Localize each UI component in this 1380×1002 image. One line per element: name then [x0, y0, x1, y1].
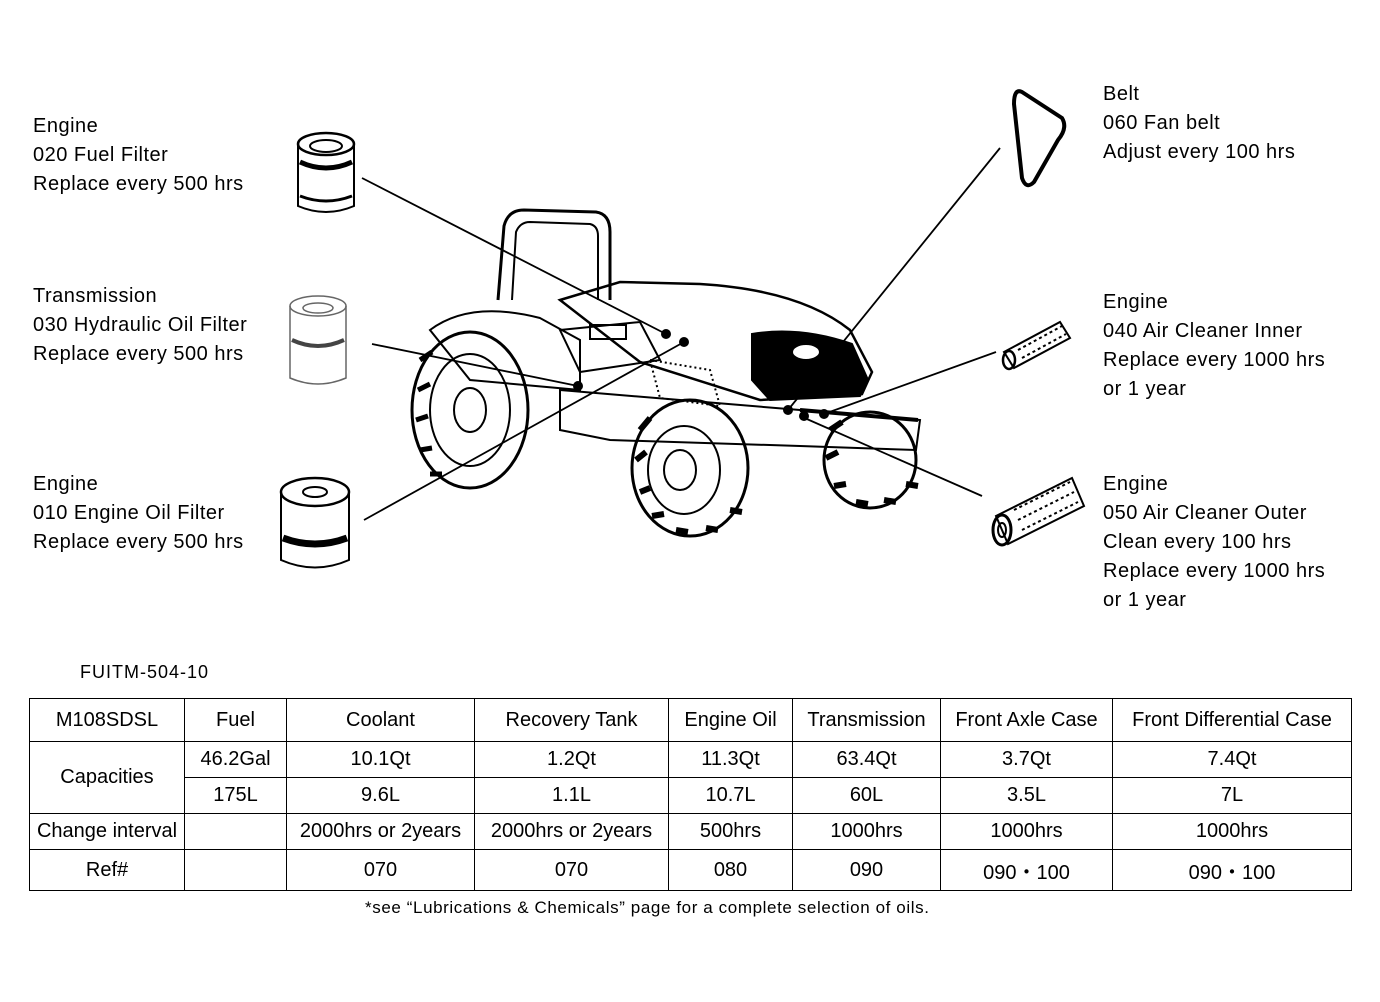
callout-part: 020 Fuel Filter	[33, 144, 169, 166]
table-row: Ref# 070 070 080 090 090・100 090・100	[29, 849, 1352, 891]
callout-note: Replace every 500 hrs	[33, 531, 244, 553]
header-cell: Fuel	[184, 698, 287, 742]
table-cell: 7.4Qt	[1112, 741, 1352, 778]
table-cell: 1.2Qt	[474, 741, 669, 778]
model-cell: M108SDSL	[29, 698, 185, 742]
callout-note: or 1 year	[1103, 589, 1187, 611]
table-cell: 500hrs	[668, 813, 793, 850]
table-cell: 3.7Qt	[940, 741, 1113, 778]
callout-category: Transmission	[33, 285, 158, 307]
header-cell: Front Differential Case	[1112, 698, 1352, 742]
callout-note: or 1 year	[1103, 378, 1187, 400]
fan-belt-icon	[1011, 89, 1067, 188]
header-cell: Front Axle Case	[940, 698, 1113, 742]
callout-category: Engine	[33, 473, 99, 495]
callout-part: 040 Air Cleaner Inner	[1103, 320, 1303, 342]
table-row: Change interval 2000hrs or 2years 2000hr…	[29, 813, 1352, 850]
header-cell: Recovery Tank	[474, 698, 669, 742]
table-cell	[184, 813, 287, 850]
header-cell: Transmission	[792, 698, 941, 742]
callout-note: Replace every 500 hrs	[33, 173, 244, 195]
row-label: Ref#	[29, 849, 185, 891]
row-label: Capacities	[29, 741, 185, 814]
table-cell: 175L	[184, 777, 287, 814]
table-row: Capacities 46.2Gal 10.1Qt 1.2Qt 11.3Qt 6…	[29, 741, 1352, 814]
table-cell: 080	[668, 849, 793, 891]
table-cell: 1000hrs	[792, 813, 941, 850]
callout-part: 010 Engine Oil Filter	[33, 502, 225, 524]
table-cell	[184, 849, 287, 891]
leader-lines	[361, 147, 1001, 521]
row-label: Change interval	[29, 813, 185, 850]
document-number: FUITM-504-10	[80, 662, 210, 682]
callout-note: Replace every 1000 hrs	[1103, 349, 1326, 371]
table-cell: 10.7L	[668, 777, 793, 814]
header-cell: Engine Oil	[668, 698, 793, 742]
table-cell: 46.2Gal	[184, 741, 287, 778]
callout-category: Engine	[1103, 291, 1169, 313]
table-cell: 1000hrs	[1112, 813, 1352, 850]
footnote: *see “Lubrications & Chemicals” page for…	[365, 898, 930, 917]
callout-part: 060 Fan belt	[1103, 112, 1221, 134]
callout-category: Belt	[1103, 83, 1140, 105]
callout-note: Adjust every 100 hrs	[1103, 141, 1296, 163]
table-cell: 070	[286, 849, 475, 891]
table-cell: 2000hrs or 2years	[286, 813, 475, 850]
air-cleaner-outer-icon	[991, 476, 1086, 547]
callout-hydraulic-filter: Transmission 030 Hydraulic Oil Filter Re…	[33, 282, 247, 369]
callout-category: Engine	[1103, 473, 1169, 495]
callout-note: Replace every 500 hrs	[33, 343, 244, 365]
fuel-filter-icon	[296, 131, 356, 213]
table-cell: 3.5L	[940, 777, 1113, 814]
callout-air-cleaner-inner: Engine 040 Air Cleaner Inner Replace eve…	[1103, 288, 1325, 404]
callout-oil-filter: Engine 010 Engine Oil Filter Replace eve…	[33, 470, 244, 557]
table-header-row: M108SDSL Fuel Coolant Recovery Tank Engi…	[29, 698, 1352, 742]
capacities-table: M108SDSL Fuel Coolant Recovery Tank Engi…	[29, 698, 1352, 891]
callout-part: 030 Hydraulic Oil Filter	[33, 314, 248, 336]
table-cell: 63.4Qt	[792, 741, 941, 778]
table-cell: 2000hrs or 2years	[474, 813, 669, 850]
oil-filter-icon	[279, 476, 351, 569]
table-row: 175L 9.6L 1.1L 10.7L 60L 3.5L 7L	[30, 777, 1352, 814]
callout-fan-belt: Belt 060 Fan belt Adjust every 100 hrs	[1103, 80, 1295, 167]
table-cell: 1000hrs	[940, 813, 1113, 850]
table-cell: 1.1L	[474, 777, 669, 814]
callout-category: Engine	[33, 115, 99, 137]
callout-note: Replace every 1000 hrs	[1103, 560, 1326, 582]
table-cell: 11.3Qt	[668, 741, 793, 778]
table-cell: 9.6L	[286, 777, 475, 814]
table-cell: 090・100	[1112, 849, 1352, 891]
service-points	[573, 329, 829, 421]
hydraulic-filter-icon	[289, 295, 347, 385]
table-cell: 10.1Qt	[286, 741, 475, 778]
callout-note: Clean every 100 hrs	[1103, 531, 1292, 553]
tractor-illustration	[410, 208, 922, 538]
callout-part: 050 Air Cleaner Outer	[1103, 502, 1307, 524]
table-cell: 090	[792, 849, 941, 891]
callout-air-cleaner-outer: Engine 050 Air Cleaner Outer Clean every…	[1103, 470, 1325, 615]
callout-fuel-filter: Engine 020 Fuel Filter Replace every 500…	[33, 112, 244, 199]
table-cell: 7L	[1112, 777, 1352, 814]
header-cell: Coolant	[286, 698, 475, 742]
table-cell: 070	[474, 849, 669, 891]
table-cell: 090・100	[940, 849, 1113, 891]
air-cleaner-inner-icon	[1001, 320, 1072, 371]
table-cell: 60L	[792, 777, 941, 814]
